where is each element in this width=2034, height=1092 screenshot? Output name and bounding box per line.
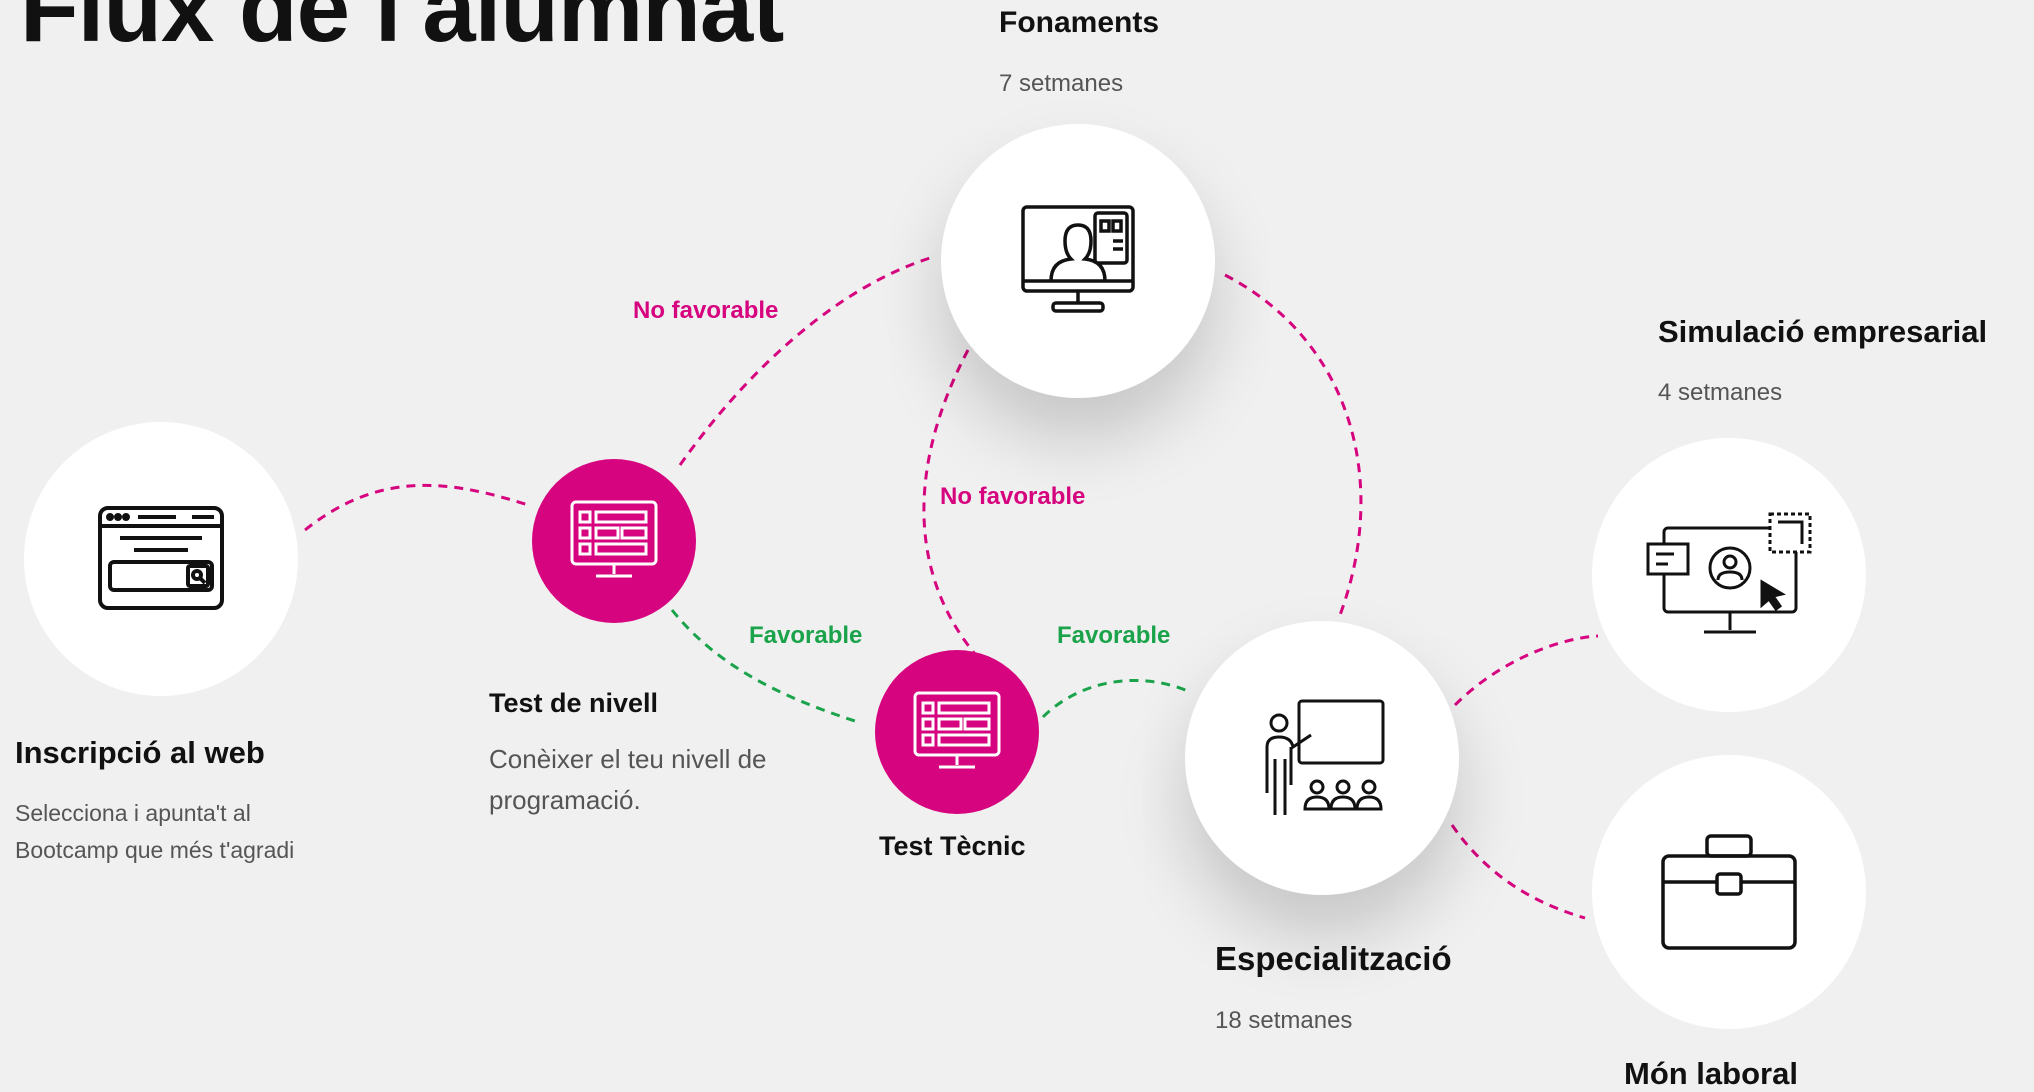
step-inscripcio-node[interactable] (24, 422, 298, 696)
step-description: Bootcamp que més t'agradi (15, 837, 295, 863)
step-duration: 7 setmanes (999, 70, 1124, 97)
step-duration: 18 setmanes (1215, 1007, 1353, 1034)
step-title: Especialització (1215, 940, 1452, 977)
link-fonaments-especialitzacio (1224, 273, 1363, 616)
link-test-nivell-fonaments (678, 256, 931, 466)
monitor-checklist-icon (570, 500, 658, 578)
video-lesson-icon (1021, 205, 1135, 313)
edge-label-no-favorable: No favorable (633, 297, 779, 324)
step-mon-laboral-node[interactable] (1592, 755, 1866, 1029)
link-test-nivell-test-tecnic (670, 609, 859, 724)
link-fonaments-test-tecnic (922, 349, 982, 661)
step-title: Inscripció al web (15, 735, 265, 770)
link-test-tecnic-especialitzacio (1041, 679, 1191, 719)
edge-label-no-favorable: No favorable (940, 483, 1086, 510)
step-title: Simulació empresarial (1658, 314, 1988, 349)
monitor-checklist-icon (913, 691, 1001, 769)
step-simulacio-node[interactable] (1592, 438, 1866, 712)
link-inscripcio-test-nivell (304, 483, 529, 532)
step-test-nivell-node[interactable] (532, 459, 696, 623)
link-especialitzacio-simulacio (1453, 634, 1599, 707)
step-description: Conèixer el teu nivell de (489, 744, 767, 774)
step-duration: 4 setmanes (1658, 379, 1783, 406)
step-fonaments-node[interactable] (941, 124, 1215, 398)
edge-label-favorable: Favorable (749, 622, 863, 649)
business-simulation-icon (1646, 512, 1812, 634)
step-title: Món laboral (1624, 1056, 1798, 1091)
briefcase-icon (1661, 834, 1797, 950)
teacher-class-icon (1265, 699, 1385, 815)
step-title: Test Tècnic (879, 831, 1026, 861)
step-especialitzacio-node[interactable] (1185, 621, 1459, 895)
step-test-tecnic-node[interactable] (875, 650, 1039, 814)
step-description: Selecciona i apunta't al (15, 800, 251, 826)
edge-label-favorable: Favorable (1057, 622, 1171, 649)
step-title: Fonaments (999, 6, 1160, 39)
page-title: Flux de l'alumnat (20, 0, 784, 62)
browser-search-icon (98, 506, 224, 610)
link-especialitzacio-mon-laboral (1450, 824, 1586, 920)
step-title: Test de nivell (489, 688, 659, 718)
step-description: programació. (489, 785, 641, 815)
